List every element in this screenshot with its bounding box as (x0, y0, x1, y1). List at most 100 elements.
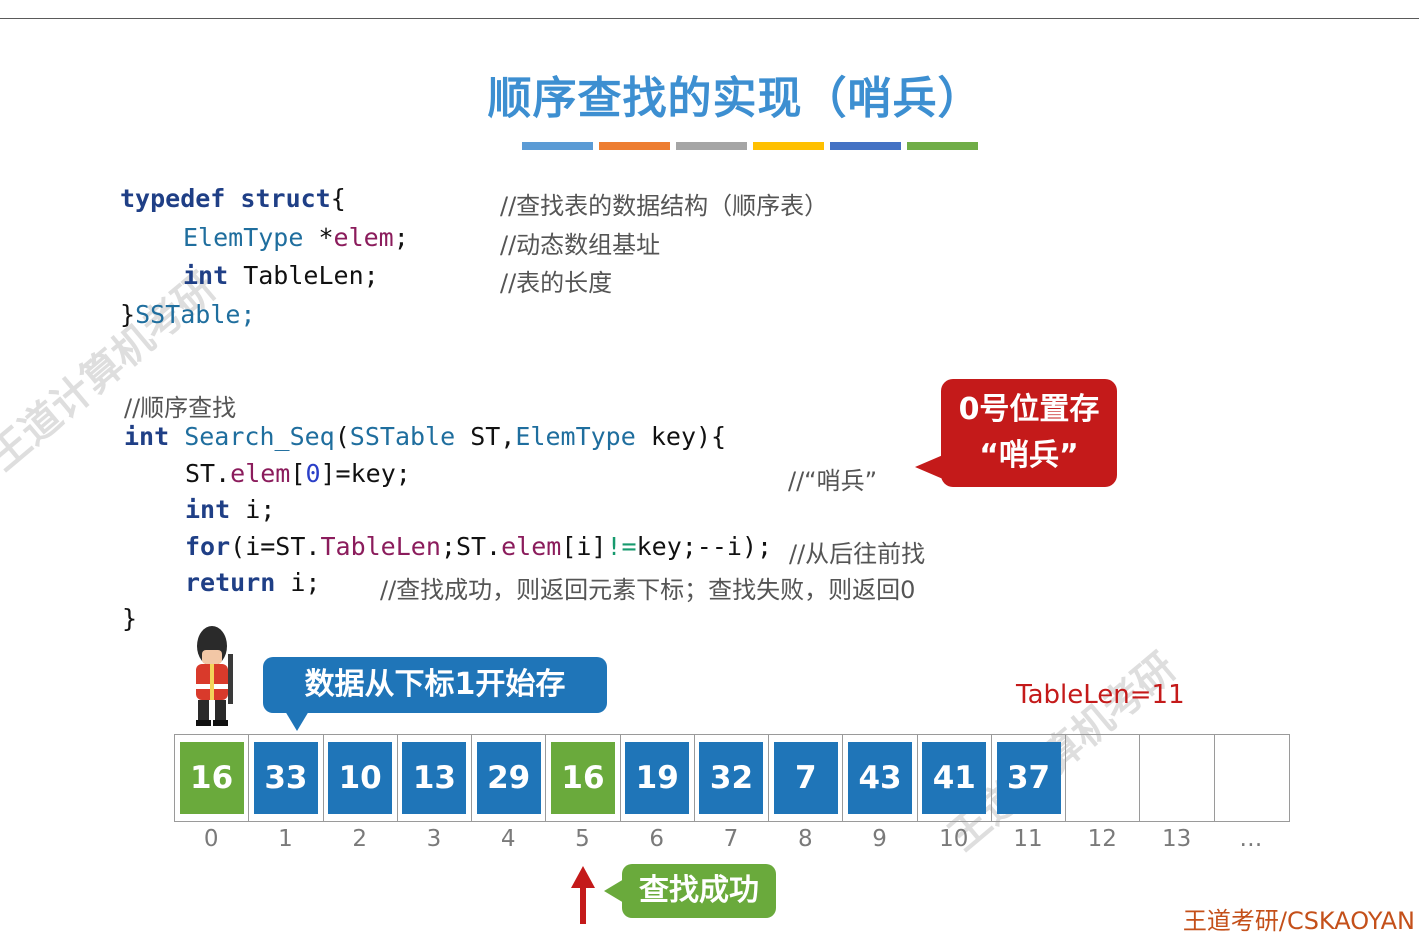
start-index-callout: 数据从下标1开始存 (263, 657, 607, 731)
array-index: 9 (872, 826, 887, 852)
footer-brand: 王道考研/CSKAOYAN (1182, 907, 1415, 935)
field-name: elem (333, 223, 394, 252)
array-index: 0 (203, 826, 219, 852)
keyword: typedef (120, 184, 226, 213)
array-cell: 16 (175, 735, 250, 821)
type-name: ElemType (183, 223, 304, 252)
array-value: 32 (699, 742, 764, 814)
operator: != (606, 532, 637, 561)
code-comment: //查找成功，则返回元素下标；查找失败，则返回0 (380, 576, 916, 604)
code-text: ST. (185, 459, 231, 488)
code-text: } (120, 300, 136, 329)
code-comment: //从后往前找 (789, 540, 926, 568)
code-text: [ (290, 459, 306, 488)
array-value: 29 (476, 742, 541, 814)
code-line: ST.elem[0]=key; (185, 459, 411, 488)
code-comment: //查找表的数据结构（顺序表） (500, 192, 829, 220)
array-value: 10 (328, 742, 393, 814)
type-name: SSTable (349, 422, 456, 451)
type-name: SSTable; (135, 300, 256, 329)
code-line: int Search_Seq(SSTable ST,ElemType key){ (124, 422, 726, 451)
code-text: ( (334, 422, 350, 451)
callout-line: “哨兵” (979, 438, 1079, 473)
array-value: 43 (848, 742, 913, 814)
callout-text: 查找成功 (639, 873, 759, 908)
code-text: TableLen; (228, 261, 379, 290)
code-line: typedef struct{ (120, 184, 346, 213)
callout-tail (285, 711, 309, 731)
callout-tail (604, 879, 624, 903)
array-cell (1215, 735, 1289, 821)
code-text: key;--i); (636, 532, 773, 561)
array-index: 6 (649, 826, 665, 852)
array-index: 3 (426, 826, 442, 852)
function-name: Search_Seq (169, 422, 335, 451)
code-line: }SSTable; (120, 300, 255, 329)
array-cell (1066, 735, 1141, 821)
array-cell: 13 (398, 735, 473, 821)
code-text: [i] (561, 532, 607, 561)
array-value: 16 (550, 742, 615, 814)
keyword: int (183, 261, 229, 290)
type-name: ElemType (515, 422, 636, 451)
keyword: int (124, 422, 170, 451)
sentinel-soldier-icon (196, 626, 233, 726)
array-index: 1 (278, 826, 293, 852)
array-value: 13 (402, 742, 467, 814)
code-text: } (122, 604, 138, 633)
code-text: * (303, 223, 334, 252)
array-value: 41 (922, 742, 987, 814)
code-comment: //动态数组基址 (500, 231, 661, 259)
array-value: 7 (773, 742, 838, 814)
code-comment: //表的长度 (500, 269, 613, 297)
color-bar (753, 142, 824, 150)
top-divider (0, 18, 1419, 19)
title-color-bars (522, 142, 978, 150)
keyword: int (185, 495, 231, 524)
code-comment: //“哨兵” (788, 467, 878, 495)
array-cell: 33 (249, 735, 324, 821)
code-text: key){ (635, 422, 727, 451)
array-cell: 19 (621, 735, 695, 821)
arrow-up-icon (571, 866, 595, 924)
code-text: ]=key; (320, 459, 411, 488)
array-index: 4 (500, 826, 516, 852)
array-index: 12 (1087, 826, 1117, 852)
array-index: 2 (352, 826, 367, 852)
code-comment: //顺序查找 (124, 394, 237, 422)
array-index: 10 (939, 826, 969, 852)
code-line: for(i=ST.TableLen;ST.elem[i]!=key;--i); (185, 532, 772, 561)
array-cell: 32 (695, 735, 770, 821)
array-cell: 29 (472, 735, 547, 821)
number-literal: 0 (305, 459, 321, 488)
array-cell: 7 (769, 735, 844, 821)
color-bar (907, 142, 978, 150)
code-text: ST, (455, 422, 516, 451)
array-cell: 41 (918, 735, 992, 821)
found-callout: 查找成功 (604, 864, 776, 918)
field-name: TableLen (320, 532, 441, 561)
array-index: … (1239, 826, 1263, 852)
color-bar (522, 142, 593, 150)
array-value: 16 (179, 742, 244, 814)
code-text: ; (393, 223, 409, 252)
tablelen-label: TableLen=11 (1016, 680, 1185, 710)
code-line: int TableLen; (183, 261, 379, 290)
callout-text: 数据从下标1开始存 (304, 667, 566, 702)
keyword: for (185, 532, 231, 561)
slide-title: 顺序查找的实现（哨兵） (487, 73, 983, 124)
code-text: { (330, 184, 346, 213)
array-index: 5 (575, 826, 590, 852)
array-index: 11 (1013, 826, 1043, 852)
callout-line: 0号位置存 (958, 392, 1100, 427)
array-cell: 10 (324, 735, 398, 821)
array-value: 19 (625, 742, 690, 814)
array-value: 37 (996, 742, 1061, 814)
callout-tail (915, 455, 943, 479)
code-text: ;ST. (440, 532, 502, 561)
array-cell: 16 (546, 735, 621, 821)
code-text: (i=ST. (230, 532, 321, 561)
array-index: 8 (797, 826, 813, 852)
